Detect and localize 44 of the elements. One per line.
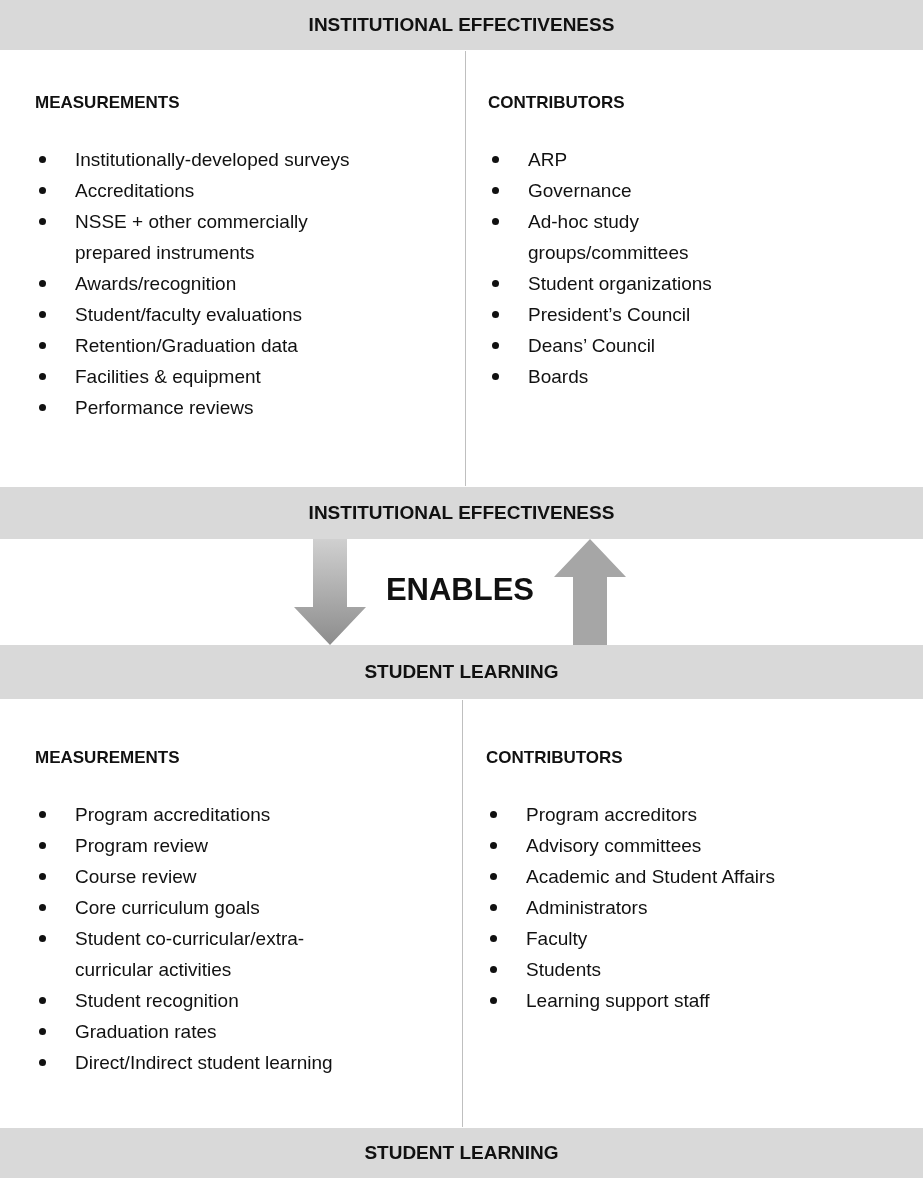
- list-item: Governance: [528, 178, 632, 203]
- list-item: Program accreditors: [526, 802, 698, 827]
- list-item: Program accreditations: [75, 802, 271, 827]
- list-item: NSSE + other commercially prepared instruments: [75, 209, 309, 265]
- section-title: INSTITUTIONAL EFFECTIVENESS: [308, 500, 615, 525]
- list-item: Accreditations: [75, 178, 195, 203]
- section-title: STUDENT LEARNING: [364, 1140, 559, 1165]
- column-heading: CONTRIBUTORS: [486, 747, 624, 769]
- section-band: [0, 0, 923, 50]
- list-item: Student co-curricular/extra-curricular activities: [75, 926, 306, 982]
- list-item: Deans’ Council: [528, 333, 656, 358]
- section-title: STUDENT LEARNING: [364, 659, 559, 684]
- column-heading: MEASUREMENTS: [35, 92, 181, 114]
- list-item: Student/faculty evaluations: [75, 302, 303, 327]
- section-band: [0, 1128, 923, 1178]
- list-item: Institutionally-developed surveys: [75, 147, 350, 172]
- block-arrow: [294, 539, 366, 645]
- list-item: Student organizations: [528, 271, 712, 296]
- list-item: Advisory committees: [526, 833, 702, 858]
- column-heading: CONTRIBUTORS: [488, 92, 626, 114]
- list-item: President’s Council: [528, 302, 691, 327]
- block-arrow: [554, 539, 626, 645]
- section-title: INSTITUTIONAL EFFECTIVENESS: [308, 12, 615, 37]
- list-item: Graduation rates: [75, 1019, 217, 1044]
- list-item: Direct/Indirect student learning: [75, 1050, 333, 1075]
- column-heading: MEASUREMENTS: [35, 747, 181, 769]
- list-item: Academic and Student Affairs: [526, 864, 775, 889]
- list-item: Student recognition: [75, 988, 239, 1013]
- list-item: Faculty: [526, 926, 588, 951]
- list-item: Boards: [528, 364, 589, 389]
- list-item: Core curriculum goals: [75, 895, 260, 920]
- list-item: Learning support staff: [526, 988, 710, 1013]
- list-item: Administrators: [526, 895, 648, 920]
- list-item: Ad-hoc study groups/committees: [528, 209, 690, 265]
- list-item: Students: [526, 957, 601, 982]
- section-band: [0, 645, 923, 699]
- list-item: Course review: [75, 864, 197, 889]
- list-item: Performance reviews: [75, 395, 254, 420]
- list-item: Awards/recognition: [75, 271, 237, 296]
- list-item: ARP: [528, 147, 568, 172]
- list-item: Retention/Graduation data: [75, 333, 298, 358]
- list-item: Program review: [75, 833, 209, 858]
- section-band: [0, 487, 923, 539]
- list-item: Facilities & equipment: [75, 364, 261, 389]
